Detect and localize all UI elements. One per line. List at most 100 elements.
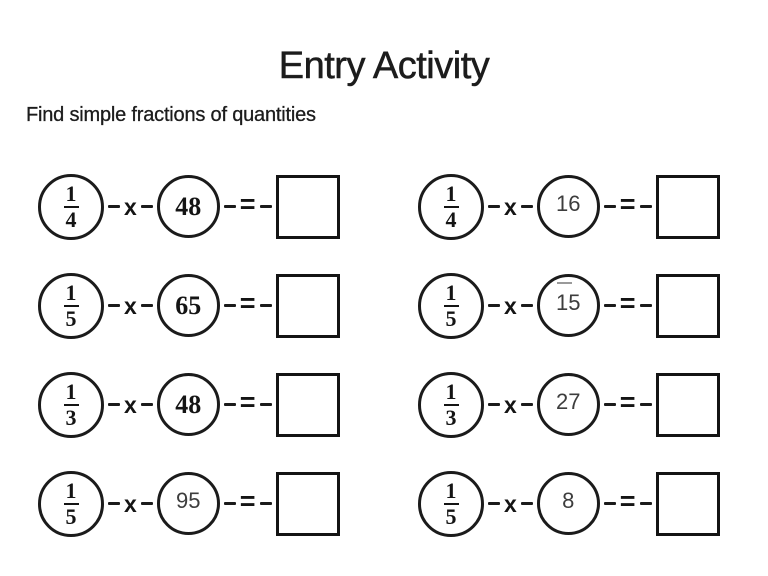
fraction-denominator: 5 — [65, 305, 77, 331]
fraction-circle: 1 3 — [418, 371, 484, 438]
fraction-numerator: 1 — [443, 279, 459, 307]
fraction-numerator: 1 — [63, 180, 79, 208]
connector-line — [223, 205, 236, 208]
multiply-symbol: x — [504, 194, 517, 220]
fraction-denominator: 4 — [65, 206, 77, 232]
connector-line — [140, 205, 153, 208]
quantity-value: 16 — [556, 190, 581, 216]
fraction: 1 4 — [443, 180, 459, 232]
connector-line — [488, 304, 500, 307]
quantity-circle: 16 — [536, 175, 600, 238]
equals-symbol: = — [619, 387, 636, 417]
connector-line — [108, 403, 120, 406]
fraction: 1 5 — [443, 279, 459, 331]
fraction: 1 5 — [63, 279, 79, 331]
quantity-value: 48 — [175, 191, 202, 221]
fraction: 1 3 — [63, 378, 79, 430]
fraction-numerator: 1 — [63, 477, 79, 505]
fraction-circle: 1 3 — [38, 371, 104, 438]
connector-line — [603, 205, 616, 208]
multiply-symbol: x — [124, 491, 137, 517]
quantity-circle: 8 — [536, 472, 600, 535]
quantity-value: 15 — [556, 281, 581, 315]
connector-line — [488, 502, 500, 505]
multiply-symbol: x — [124, 194, 137, 220]
fraction-denominator: 4 — [445, 206, 457, 232]
page-title: Entry Activity — [278, 45, 491, 87]
problems-grid: 1 4 x 48 = 1 4 x — [30, 157, 738, 553]
multiply-symbol: x — [504, 392, 517, 418]
quantity-value: 8 — [562, 487, 575, 513]
fraction: 1 3 — [443, 378, 459, 430]
connector-line — [259, 403, 272, 406]
fraction-problem: 1 5 x 8 = — [382, 454, 738, 553]
connector-line — [520, 502, 533, 505]
multiply-symbol: x — [504, 491, 517, 517]
connector-line — [108, 304, 120, 307]
quantity-circle: 48 — [156, 175, 220, 238]
fraction-problem: 1 4 x 48 = — [30, 157, 382, 256]
fraction-circle: 1 4 — [38, 173, 104, 240]
fraction-numerator: 1 — [63, 279, 79, 307]
fraction-numerator: 1 — [443, 378, 459, 406]
fraction-problem: 1 5 x 95 = — [30, 454, 382, 553]
fraction-problem: 1 5 x 65 = — [30, 256, 382, 355]
fraction: 1 5 — [63, 477, 79, 529]
equals-symbol: = — [239, 189, 256, 219]
answer-box — [655, 273, 720, 338]
quantity-circle: 48 — [156, 373, 220, 436]
connector-line — [259, 205, 272, 208]
equals-symbol: = — [619, 288, 636, 318]
equals-symbol: = — [619, 189, 636, 219]
connector-line — [140, 403, 153, 406]
quantity-value: 27 — [556, 388, 581, 414]
connector-line — [488, 403, 500, 406]
connector-line — [639, 205, 652, 208]
connector-line — [259, 502, 272, 505]
quantity-circle: 15 — [536, 274, 600, 337]
fraction-numerator: 1 — [63, 378, 79, 406]
connector-line — [488, 205, 500, 208]
answer-box — [655, 471, 720, 536]
fraction-circle: 1 4 — [418, 173, 484, 240]
connector-line — [223, 304, 236, 307]
answer-box — [655, 372, 720, 437]
fraction: 1 4 — [63, 180, 79, 232]
fraction-numerator: 1 — [443, 180, 459, 208]
equals-symbol: = — [239, 486, 256, 516]
connector-line — [140, 304, 153, 307]
fraction-denominator: 3 — [65, 404, 77, 430]
multiply-symbol: x — [504, 293, 517, 319]
quantity-circle: 95 — [156, 472, 220, 535]
connector-line — [603, 403, 616, 406]
fraction-denominator: 5 — [445, 305, 457, 331]
connector-line — [223, 403, 236, 406]
connector-line — [639, 502, 652, 505]
fraction-problem: 1 4 x 16 = — [382, 157, 738, 256]
equals-symbol: = — [239, 288, 256, 318]
answer-box — [655, 174, 720, 239]
fraction-problem: 1 3 x 48 = — [30, 355, 382, 454]
fraction-numerator: 1 — [443, 477, 459, 505]
connector-line — [108, 205, 120, 208]
connector-line — [520, 304, 533, 307]
multiply-symbol: x — [124, 392, 137, 418]
answer-box — [275, 174, 340, 239]
connector-line — [520, 205, 533, 208]
equals-symbol: = — [239, 387, 256, 417]
fraction-circle: 1 5 — [38, 470, 104, 537]
answer-box — [275, 273, 340, 338]
quantity-circle: 65 — [156, 274, 220, 337]
multiply-symbol: x — [124, 293, 137, 319]
fraction-circle: 1 5 — [38, 272, 104, 339]
quantity-value: 65 — [175, 290, 202, 320]
connector-line — [603, 502, 616, 505]
equals-symbol: = — [619, 486, 636, 516]
fraction-denominator: 3 — [445, 404, 457, 430]
connector-line — [259, 304, 272, 307]
answer-box — [275, 471, 340, 536]
connector-line — [603, 304, 616, 307]
page-subtitle: Find simple fractions of quantities — [26, 104, 316, 126]
fraction-denominator: 5 — [65, 503, 77, 529]
